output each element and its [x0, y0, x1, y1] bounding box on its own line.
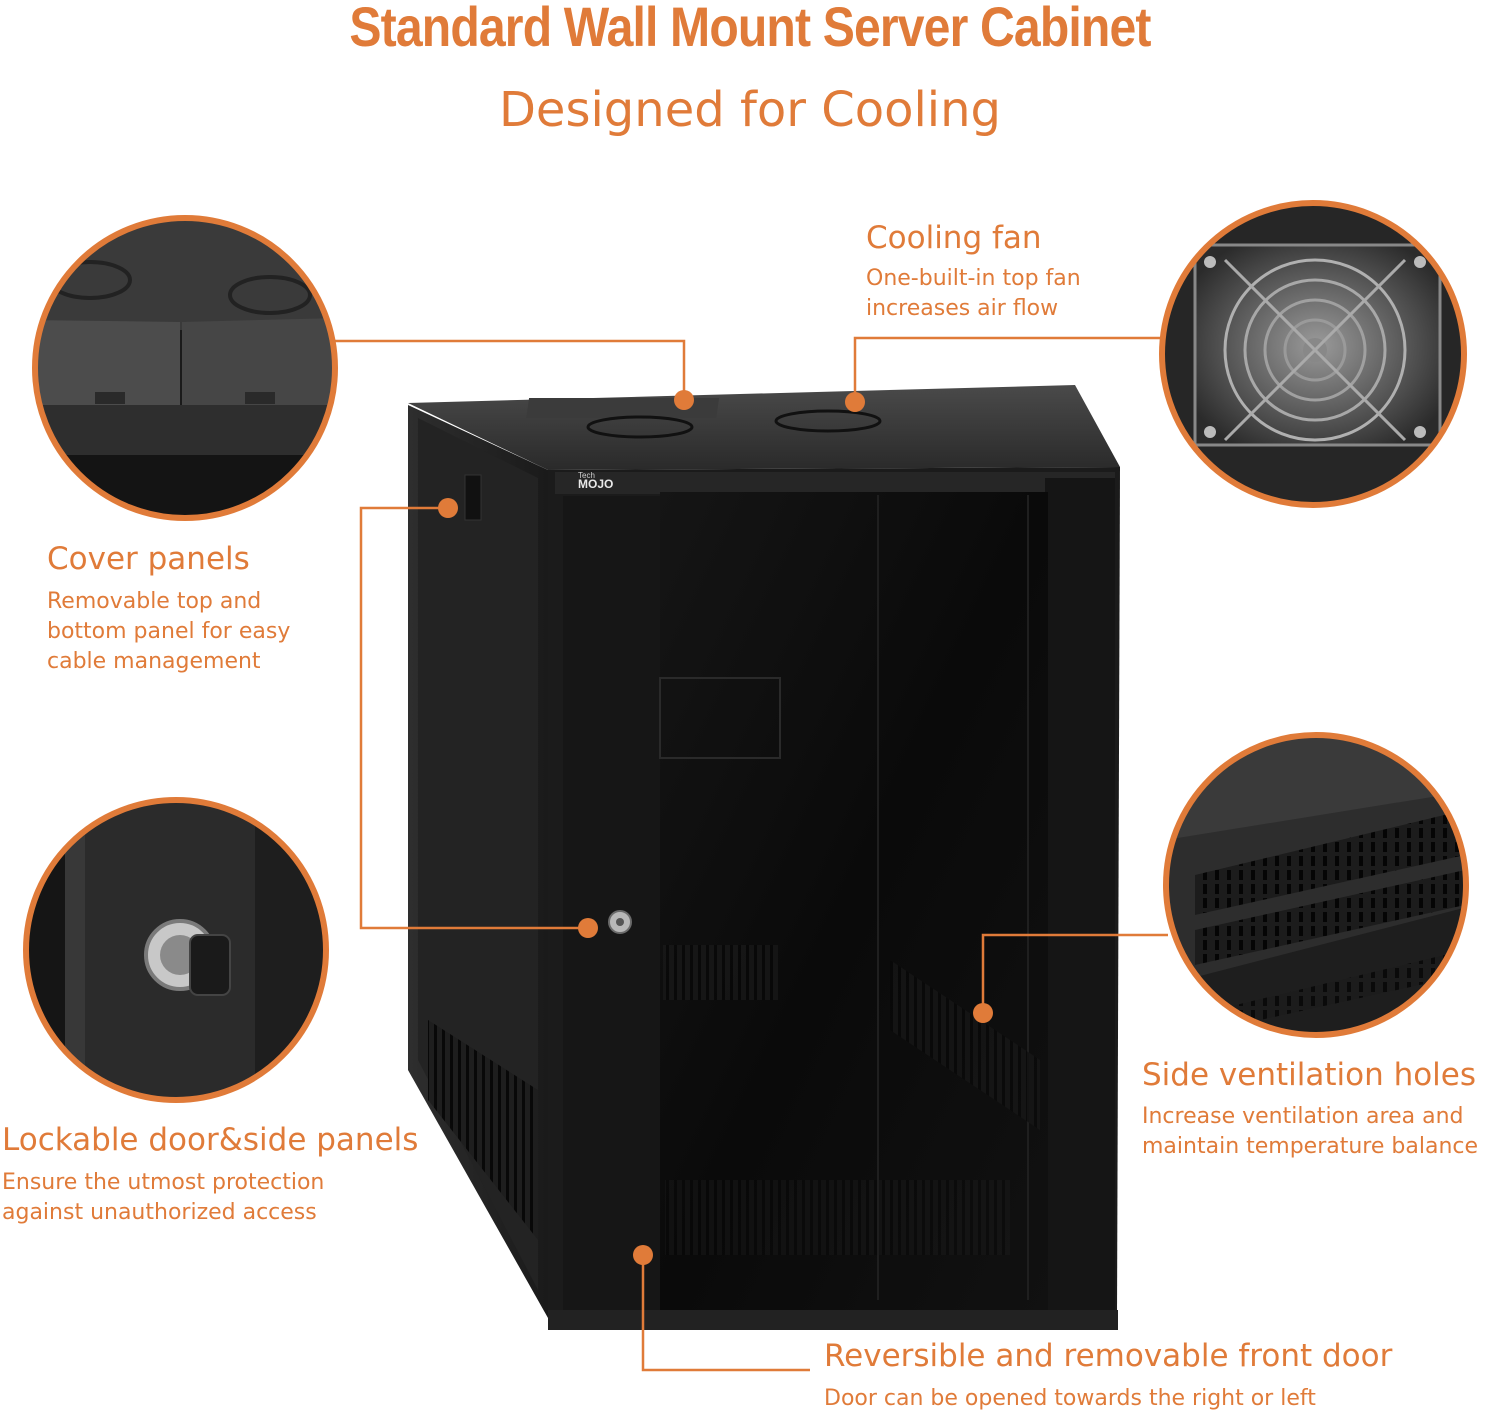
- callout-line-vents: [981, 933, 1168, 1013]
- front-door-title: Reversible and removable front door: [824, 1338, 1393, 1374]
- callout-dot-door: [633, 1245, 653, 1265]
- brand-logo: Tech MOJO: [578, 471, 613, 491]
- callout-dot-top-panel: [674, 390, 694, 410]
- svg-text:MOJO: MOJO: [578, 477, 613, 491]
- detail-cover-panel-image: [32, 215, 338, 521]
- callout-dots: [438, 390, 993, 1265]
- page-title: Standard Wall Mount Server Cabinet: [349, 0, 1151, 58]
- cover-panels-desc-line: cable management: [47, 649, 261, 674]
- door-left-frame: [563, 496, 663, 1311]
- front-door-desc-line: Door can be opened towards the right or …: [824, 1386, 1316, 1411]
- callout-dot-side-panel: [438, 498, 458, 518]
- page-subtitle: Designed for Cooling: [498, 82, 1002, 138]
- cover-panels-title: Cover panels: [47, 541, 250, 577]
- callout-dot-lock: [578, 918, 598, 938]
- cooling-fan-desc-line: One-built-in top fan: [866, 266, 1081, 291]
- door-right-frame: [1045, 478, 1115, 1318]
- cooling-fan-title: Cooling fan: [866, 220, 1042, 256]
- front-door-description: Door can be opened towards the right or …: [824, 1384, 1316, 1414]
- lockable-desc-line: against unauthorized access: [2, 1200, 317, 1225]
- side-ventilation-desc-line: maintain temperature balance: [1142, 1134, 1479, 1159]
- lockable-title: Lockable door&side panels: [2, 1122, 419, 1158]
- callout-dot-fan: [845, 392, 865, 412]
- callout-line-door: [641, 1255, 810, 1372]
- detail-vents-image: [1163, 732, 1469, 1038]
- lockable-description: Ensure the utmost protection against una…: [2, 1168, 324, 1228]
- server-cabinet: Tech MOJO: [408, 385, 1120, 1330]
- cover-panels-desc-line: Removable top and: [47, 589, 262, 614]
- glass-door: [660, 492, 1048, 1312]
- side-ventilation-desc-line: Increase ventilation area and: [1142, 1104, 1464, 1129]
- lockable-desc-line: Ensure the utmost protection: [2, 1170, 325, 1195]
- detail-lock-image: [23, 797, 329, 1103]
- detail-fan-image: [1159, 200, 1467, 508]
- cover-panels-desc-line: bottom panel for easy: [47, 619, 291, 644]
- cooling-fan-desc-line: increases air flow: [866, 296, 1059, 321]
- callout-line-fan: [853, 336, 1160, 402]
- callout-lines: [335, 336, 1168, 1372]
- callout-line-top-panel: [335, 339, 686, 400]
- callout-line-side-panel: [359, 506, 588, 930]
- cover-panels-description: Removable top and bottom panel for easy …: [47, 587, 290, 677]
- side-vents: [428, 1020, 538, 1240]
- svg-text:Tech: Tech: [578, 471, 595, 480]
- cooling-fan-description: One-built-in top fan increases air flow: [866, 264, 1081, 324]
- callout-dot-vents: [973, 1003, 993, 1023]
- side-ventilation-description: Increase ventilation area and maintain t…: [1142, 1102, 1478, 1162]
- side-ventilation-title: Side ventilation holes: [1142, 1057, 1477, 1093]
